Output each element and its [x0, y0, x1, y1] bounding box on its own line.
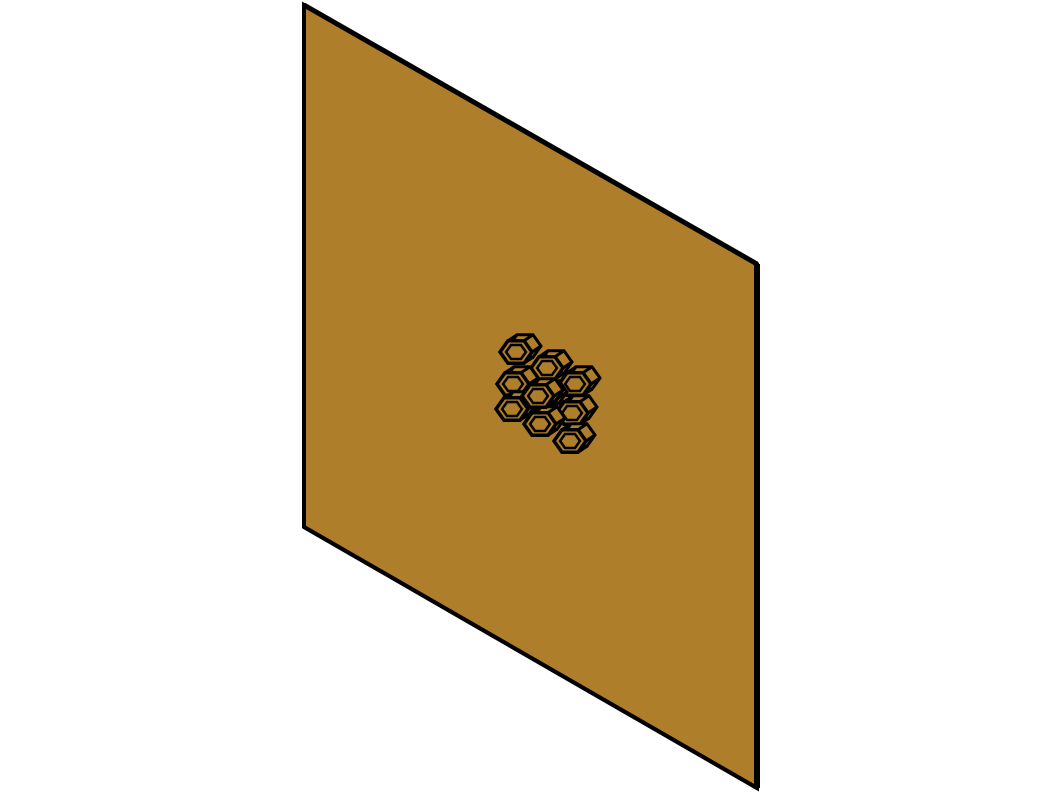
honeycomb-cell-edge [555, 416, 566, 426]
honeycomb-cell-edge [554, 349, 565, 358]
honeycomb-cell-edge [587, 405, 598, 415]
honeycomb-cell-edge [531, 344, 542, 354]
honeycomb-cell-inner-hole [501, 375, 525, 393]
honeycomb-cell-edge [520, 365, 531, 374]
honeycomb-cell-inner-hole [500, 400, 524, 418]
honeycomb-cell [519, 377, 565, 410]
honeycomb-cell-edge [577, 422, 588, 431]
honeycomb-cell-inner-hole [535, 359, 559, 377]
honeycomb-cell-edge [553, 388, 564, 398]
honeycomb-cluster [493, 333, 602, 455]
honeycomb-cell-edge [585, 433, 596, 443]
honeycomb-cell-inner-hole [526, 387, 550, 405]
honeycomb-cell-inner-hole [563, 375, 587, 393]
honeycomb-cell-edge [547, 405, 558, 414]
honeycomb-cell-edge [523, 333, 534, 342]
honeycomb-cell-inner-hole [558, 432, 582, 450]
honeycomb-cell-edge [590, 376, 601, 386]
honeycomb-cell-edge [562, 360, 573, 370]
honeycomb-cell [497, 333, 543, 366]
honeycomb-cell [521, 405, 567, 438]
honeycomb-cell-edge [545, 377, 556, 386]
honeycomb-cell [551, 422, 597, 455]
honeycomb-cell [528, 349, 574, 382]
plate-top-edge [302, 2, 759, 267]
honeycomb-cell-inner-hole [528, 415, 552, 433]
plate-bottom-edge [303, 525, 758, 790]
honeycomb-cell-edge [579, 394, 590, 403]
honeycomb-cell-edge [582, 365, 593, 374]
honeycomb-cell-inner-hole [504, 343, 528, 361]
